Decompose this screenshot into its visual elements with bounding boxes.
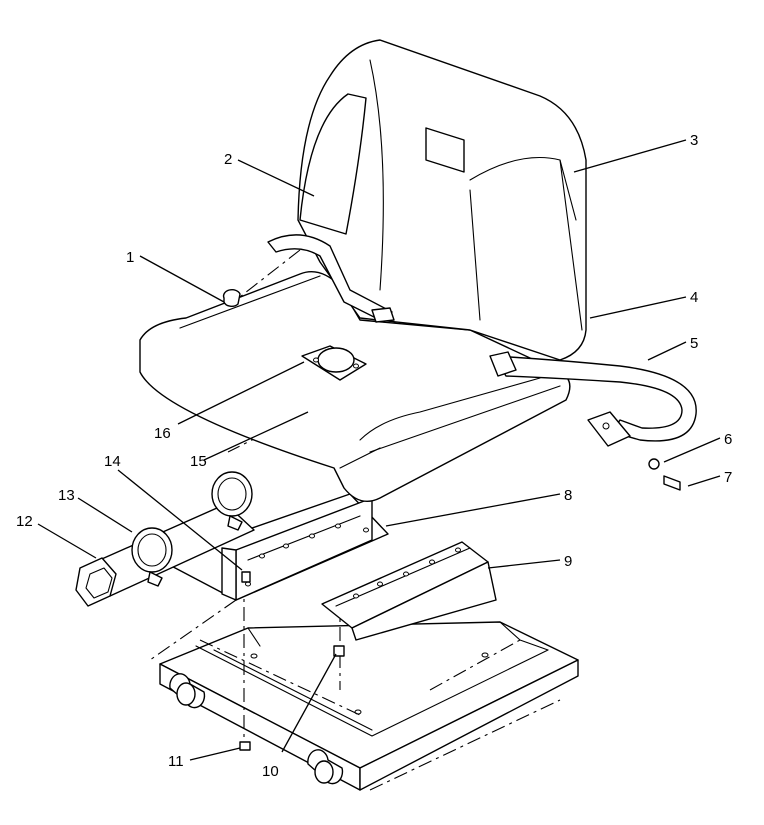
slide-track-bracket xyxy=(159,493,389,601)
callout-12: 12 xyxy=(16,513,33,530)
seat-cushion xyxy=(139,271,571,502)
callout-15: 15 xyxy=(190,453,207,470)
tube-with-clamps xyxy=(75,471,255,607)
slide-rail xyxy=(321,541,497,641)
callout-10: 10 xyxy=(262,763,279,780)
callout-6: 6 xyxy=(724,431,732,448)
callout-2: 2 xyxy=(224,151,232,168)
seat-switch xyxy=(301,345,367,381)
callout-4: 4 xyxy=(690,289,698,306)
callout-3: 3 xyxy=(690,132,698,149)
base-pan xyxy=(159,621,579,791)
leader-lines xyxy=(37,139,721,761)
callout-11: 11 xyxy=(168,753,184,770)
callout-16: 16 xyxy=(154,425,171,442)
callout-8: 8 xyxy=(564,487,572,504)
callout-5: 5 xyxy=(690,335,698,352)
callout-13: 13 xyxy=(58,487,75,504)
callout-14: 14 xyxy=(104,453,121,470)
callout-labels: 1 2 3 4 5 6 7 8 9 10 11 12 13 14 15 16 xyxy=(16,132,732,780)
seat-belt xyxy=(267,234,697,447)
callout-1: 1 xyxy=(126,249,134,266)
callout-7: 7 xyxy=(724,469,732,486)
armrest-pad xyxy=(222,93,367,307)
callout-9: 9 xyxy=(564,553,572,570)
seat-back xyxy=(297,39,587,361)
